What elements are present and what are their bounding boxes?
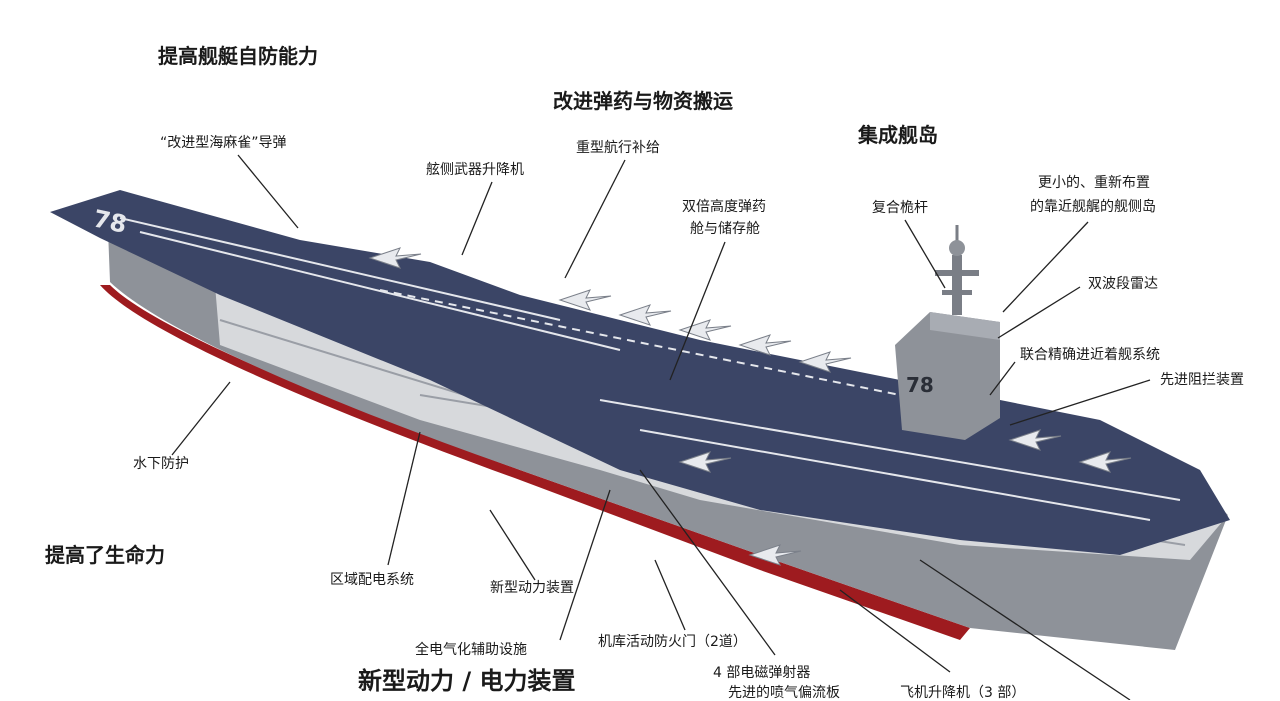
leader-aircraft-elevators [839, 589, 951, 673]
label-dual-band-radar: 双波段雷达 [1088, 276, 1158, 292]
leader-zonal-power [387, 431, 421, 566]
flight-deck [50, 190, 1230, 555]
aircraft-6 [1008, 429, 1062, 451]
leader-sea-sparrow [237, 154, 299, 229]
label-aircraft-elevators: 飞机升降机（3 部） [900, 685, 1026, 701]
label-aux-electric: 全电气化辅助设施 [415, 642, 527, 658]
label-heavy-replenishment: 重型航行补给 [576, 140, 660, 156]
heading-integrated-island: 集成舰岛 [858, 123, 938, 147]
label-smaller-island-line1: 更小的、重新布置 [1038, 175, 1150, 191]
leader-close-in-defense [989, 361, 1016, 396]
aircraft-9 [748, 544, 802, 566]
label-double-height-ammo-line1: 双倍高度弹药 [682, 199, 766, 215]
island-superstructure: 78 [895, 225, 1000, 440]
label-arresting-gear: 先进阻拦装置 [1160, 372, 1244, 388]
aircraft-4 [738, 334, 792, 356]
leader-new-propulsion [489, 509, 536, 581]
label-blast-deflector: 先进的喷气偏流板 [728, 685, 840, 701]
leader-heavy-replenishment [564, 159, 626, 279]
leader-double-ammo [669, 241, 726, 381]
label-em-catapults: 4 部电磁弹射器 [713, 665, 811, 681]
aircraft-group [368, 247, 1132, 566]
leader-composite-mast [904, 219, 946, 289]
leader-dual-band-radar [997, 286, 1081, 339]
label-underwater-protection: 水下防护 [133, 456, 189, 472]
leader-aux-electric [559, 489, 611, 641]
aircraft-7 [1078, 451, 1132, 473]
leader-arresting-gear [1009, 379, 1151, 426]
label-new-propulsion: 新型动力装置 [490, 580, 574, 596]
label-composite-mast: 复合桅杆 [872, 200, 928, 216]
leader-side-elevator [461, 181, 493, 256]
leader-smaller-island [1002, 221, 1089, 313]
label-hangar-doors: 机库活动防火门（2道） [598, 634, 747, 650]
leader-underwater [171, 381, 231, 456]
label-zonal-power: 区域配电系统 [330, 572, 414, 588]
aircraft-8 [678, 451, 732, 473]
label-side-weapon-elevator: 舷侧武器升降机 [426, 162, 524, 178]
aircraft-3 [678, 319, 732, 341]
deck-hull-number: 78 [91, 204, 129, 238]
hull-red-underwater [100, 285, 970, 640]
heading-power-plant: 新型动力 / 电力装置 [358, 667, 576, 695]
aircraft-5 [798, 351, 852, 373]
label-close-in-defense: 联合精确进近着舰系统 [1020, 347, 1160, 363]
aircraft-10 [368, 247, 422, 269]
label-smaller-island-line2: 的靠近舰艉的舰侧岛 [1030, 199, 1156, 215]
heading-self-defense: 提高舰艇自防能力 [158, 44, 318, 68]
deck-markings [119, 217, 1181, 521]
label-sea-sparrow: “改进型海麻雀”导弹 [160, 135, 287, 151]
label-double-height-ammo-line2: 舱与储存舱 [690, 221, 760, 237]
leader-blast-deflector [919, 559, 1131, 700]
heading-survivability: 提高了生命力 [45, 543, 165, 567]
heading-ammo-transport: 改进弹药与物资搬运 [553, 89, 733, 113]
aircraft-1 [558, 289, 612, 311]
island-hull-number: 78 [906, 373, 934, 397]
leader-em-catapults [639, 469, 776, 656]
aircraft-2 [618, 304, 672, 326]
leader-lines [171, 154, 1151, 700]
leader-hangar-doors [654, 559, 686, 631]
